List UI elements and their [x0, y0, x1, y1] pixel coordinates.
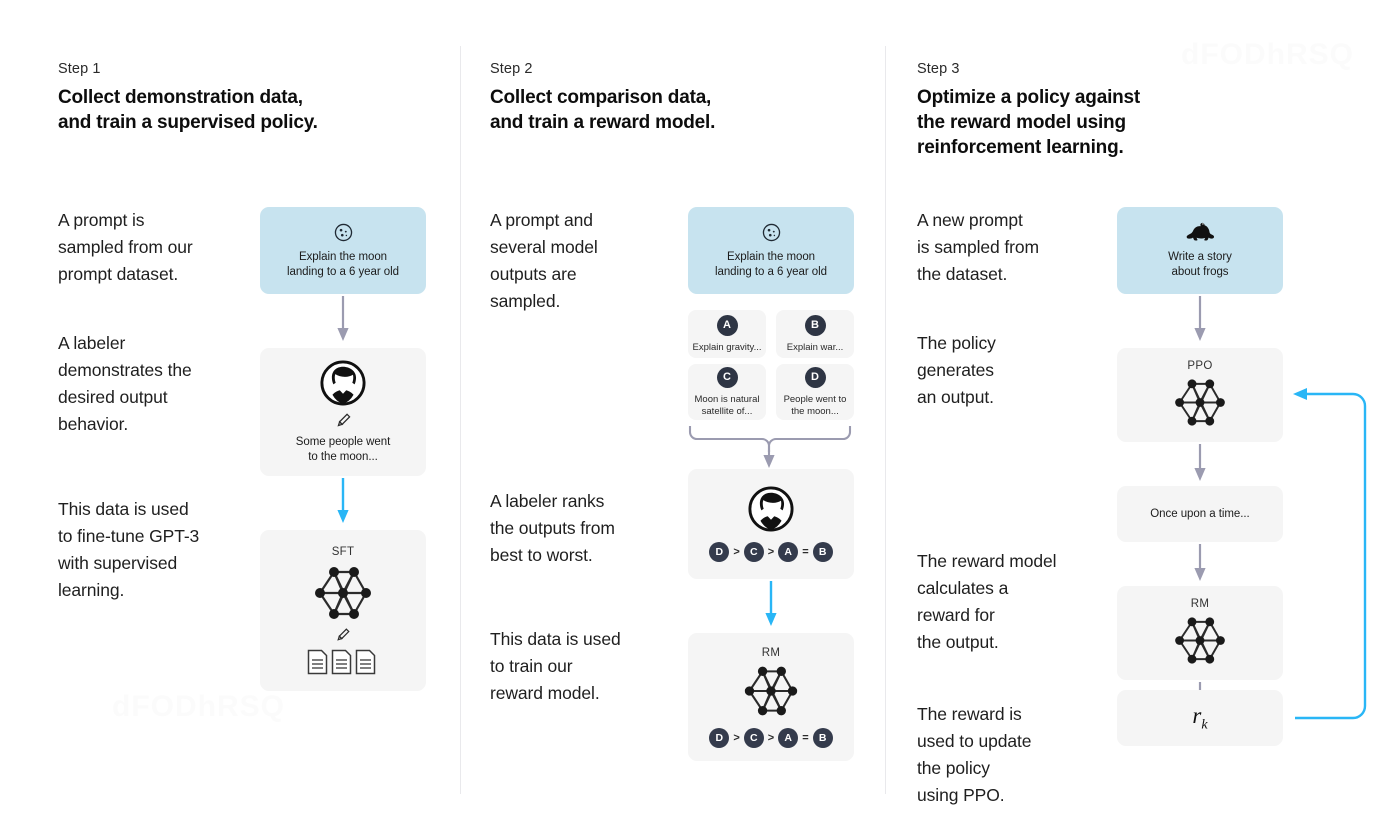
rank-operator-2: >	[767, 731, 775, 744]
arrow-down-gray-4	[1194, 544, 1206, 581]
step-3-label: Step 3	[917, 61, 960, 77]
moon-icon	[333, 222, 354, 243]
arrow-down-gray-2	[1194, 296, 1206, 341]
step-3-narrative-1: A new prompt is sampled from the dataset…	[917, 210, 1040, 284]
step-1-sft-card[interactable]: SFT	[260, 530, 426, 691]
option-card-a[interactable]: A Explain gravity...	[688, 310, 766, 358]
frog-icon	[1185, 221, 1215, 243]
step-3-rm-card[interactable]: RM	[1117, 586, 1283, 680]
feedback-loop-arrow	[1293, 388, 1367, 720]
step-3-rm-title: RM	[1190, 598, 1210, 610]
step-3-column: Step 3 Optimize a policy against the rew…	[885, 0, 1376, 838]
reward-symbol: rk	[1192, 702, 1208, 733]
step-3-prompt-text: Write a story about frogs	[1168, 251, 1232, 278]
step-1-narrative-2: A labeler demonstrates the desired outpu…	[58, 333, 192, 434]
step-2-narrative-2: A labeler ranks the outputs from best to…	[490, 491, 615, 565]
step-3-reward-card[interactable]: rk	[1117, 690, 1283, 746]
step-2-labeler-card[interactable]: D > C > A = B	[688, 469, 854, 579]
rank-operator-2: >	[767, 546, 775, 558]
step-2-narrative-1: A prompt and several model outputs are s…	[490, 210, 598, 311]
option-badge-d: D	[804, 366, 826, 388]
neural-network-icon	[308, 562, 378, 624]
neural-network-icon	[1167, 613, 1233, 668]
step-3-narrative-3: The reward model calculates a reward for…	[917, 551, 1057, 652]
option-text-b: Explain war...	[786, 341, 844, 353]
step-1-narrative-3: This data is used to fine-tune GPT-3 wit…	[58, 499, 200, 600]
step-2-prompt-card[interactable]: Explain the moon landing to a 6 year old	[688, 207, 854, 294]
option-text-a: Explain gravity...	[692, 341, 762, 353]
pencil-icon	[334, 626, 352, 644]
rank-badge-c: C	[743, 727, 764, 748]
step-1-prompt-card[interactable]: Explain the moon landing to a 6 year old	[260, 207, 426, 294]
arrow-down-gray-3	[1194, 444, 1206, 481]
step-3-narrative-4: The reward is used to update the policy …	[917, 704, 1032, 805]
step-2-column: Step 2 Collect comparison data, and trai…	[460, 0, 885, 838]
step-3-ppo-card[interactable]: PPO	[1117, 348, 1283, 442]
step-1-labeler-card[interactable]: Some people went to the moon...	[260, 348, 426, 476]
step-1-prompt-text: Explain the moon landing to a 6 year old	[286, 250, 399, 278]
rank-badge-d: D	[709, 542, 730, 562]
rank-badge-b: B	[812, 727, 833, 748]
step-1-labeler-text: Some people went to the moon...	[295, 435, 391, 463]
option-card-d[interactable]: D People went to the moon...	[776, 364, 854, 420]
watermark-top-right: dFODhRSQ	[1181, 38, 1354, 71]
step-3-ppo-title: PPO	[1187, 360, 1213, 372]
pencil-icon	[334, 411, 353, 430]
moon-icon	[761, 222, 782, 243]
step-2-narrative-3: This data is used to train our reward mo…	[490, 629, 621, 703]
step-3-output-card[interactable]: Once upon a time...	[1117, 486, 1283, 542]
brace-merge-connector	[688, 426, 852, 468]
step-2-rm-card[interactable]: RM	[688, 633, 854, 761]
rank-badge-a: A	[778, 727, 799, 748]
step-2-rm-title: RM	[761, 646, 781, 659]
arrow-down-blue-2	[765, 581, 777, 626]
labeler-avatar-icon	[320, 359, 366, 406]
option-badge-c: C	[716, 366, 738, 388]
rank-badge-c: C	[743, 542, 764, 562]
arrow-down-gray-1	[337, 296, 349, 341]
option-badge-a: A	[716, 314, 738, 336]
column-divider-1	[460, 46, 461, 794]
rank-operator-3: =	[802, 546, 809, 558]
step-1-label: Step 1	[58, 61, 101, 77]
watermark-bottom-left: dFODhRSQ	[112, 690, 285, 723]
option-card-b[interactable]: B Explain war...	[776, 310, 854, 358]
step-1-title: Collect demonstration data, and train a …	[58, 87, 318, 133]
option-text-c: Moon is natural satellite of...	[694, 393, 760, 417]
documents-icon	[306, 648, 380, 676]
step-3-output-text: Once upon a time...	[1150, 507, 1250, 520]
rank-badge-b: B	[812, 542, 833, 562]
neural-network-icon	[1167, 375, 1233, 430]
arrow-down-blue-1	[337, 478, 349, 523]
step-2-rm-ranking-row: D > C > A = B	[709, 727, 833, 748]
step-3-narrative-2: The policy generates an output.	[917, 333, 996, 407]
step-1-column: Step 1 Collect demonstration data, and t…	[0, 0, 460, 838]
rank-badge-d: D	[709, 727, 730, 748]
rank-operator-1: >	[733, 731, 740, 744]
neural-network-icon	[736, 662, 806, 720]
step-2-prompt-text: Explain the moon landing to a 6 year old	[714, 250, 827, 278]
step-1-narrative-1: A prompt is sampled from our prompt data…	[58, 210, 193, 284]
step-2-ranking-row: D > C > A = B	[709, 542, 833, 562]
step-1-sft-title: SFT	[331, 545, 355, 558]
step-3-title: Optimize a policy against the reward mod…	[917, 87, 1141, 158]
labeler-avatar-icon	[748, 486, 794, 532]
rank-operator-3: =	[802, 731, 809, 744]
option-badge-b: B	[804, 314, 826, 336]
column-divider-2	[885, 46, 886, 794]
rank-badge-a: A	[778, 542, 799, 562]
step-3-prompt-card[interactable]: Write a story about frogs	[1117, 207, 1283, 294]
step-2-title: Collect comparison data, and train a rew…	[490, 87, 716, 133]
step-2-label: Step 2	[490, 61, 533, 77]
rank-operator-1: >	[733, 546, 740, 558]
option-card-c[interactable]: C Moon is natural satellite of...	[688, 364, 766, 420]
option-text-d: People went to the moon...	[783, 393, 847, 417]
